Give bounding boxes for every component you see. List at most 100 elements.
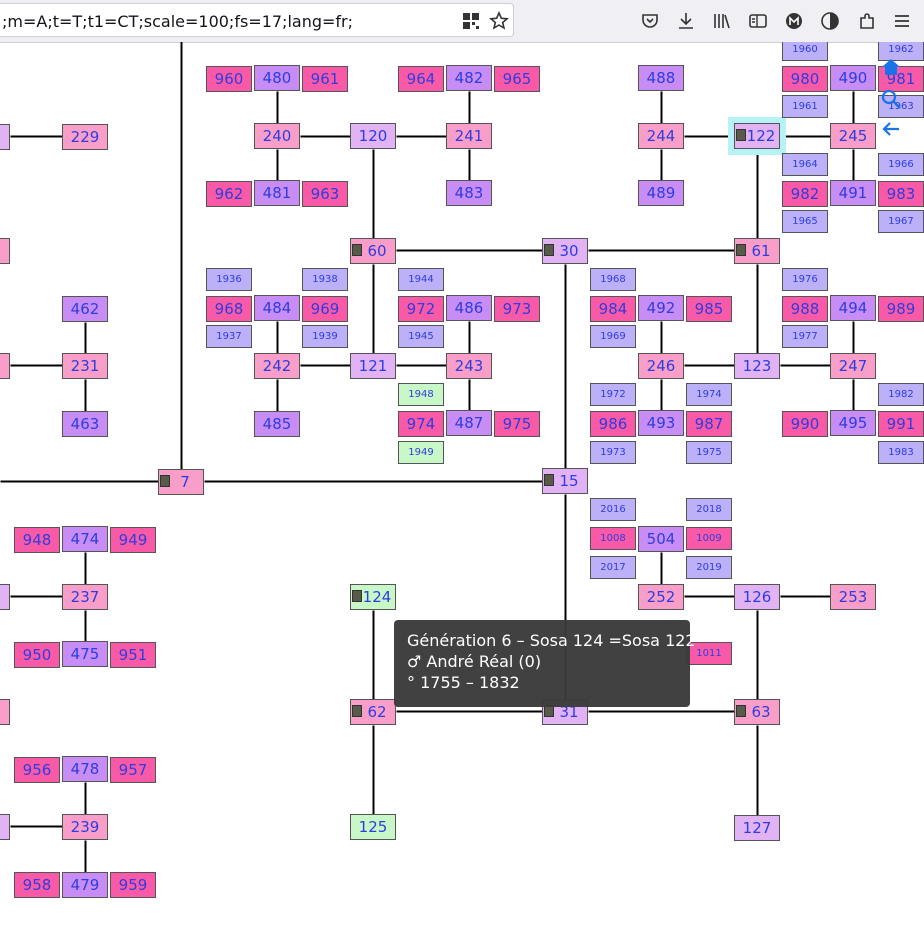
sosa-box-488[interactable]: 488 — [638, 65, 684, 91]
tree-box-clipped[interactable] — [0, 124, 10, 150]
sosa-box-959[interactable]: 959 — [110, 872, 156, 898]
home-icon[interactable] — [880, 56, 902, 78]
sosa-box-1977[interactable]: 1977 — [782, 325, 828, 348]
sosa-box-1976[interactable]: 1976 — [782, 268, 828, 291]
sosa-box-243[interactable]: 243 — [446, 353, 492, 379]
sosa-box-988[interactable]: 988 — [782, 296, 828, 322]
tree-box-clipped[interactable] — [0, 238, 10, 264]
sosa-box-1944[interactable]: 1944 — [398, 268, 444, 291]
sosa-box-1967[interactable]: 1967 — [878, 210, 924, 233]
sosa-box-961[interactable]: 961 — [302, 66, 348, 92]
sosa-box-991[interactable]: 991 — [878, 411, 924, 437]
sosa-box-2016[interactable]: 2016 — [590, 498, 636, 521]
tree-box-clipped[interactable] — [0, 353, 10, 379]
sosa-box-1966[interactable]: 1966 — [878, 153, 924, 176]
sosa-box-983[interactable]: 983 — [878, 181, 924, 207]
sosa-box-237[interactable]: 237 — [62, 584, 108, 610]
sosa-box-956[interactable]: 956 — [14, 757, 60, 783]
sosa-box-1948[interactable]: 1948 — [398, 383, 444, 406]
sosa-box-483[interactable]: 483 — [446, 180, 492, 206]
reader-view-icon[interactable] — [748, 11, 768, 31]
search-icon[interactable] — [880, 88, 902, 110]
sosa-box-1936[interactable]: 1936 — [206, 268, 252, 291]
sosa-box-2017[interactable]: 2017 — [590, 556, 636, 579]
sosa-box-126[interactable]: 126 — [734, 584, 780, 610]
sosa-box-1969[interactable]: 1969 — [590, 325, 636, 348]
sosa-box-242[interactable]: 242 — [254, 353, 300, 379]
sosa-box-1949[interactable]: 1949 — [398, 441, 444, 464]
sosa-box-474[interactable]: 474 — [62, 526, 108, 552]
sosa-box-1964[interactable]: 1964 — [782, 153, 828, 176]
sosa-box-969[interactable]: 969 — [302, 296, 348, 322]
sosa-box-127[interactable]: 127 — [734, 815, 780, 841]
sosa-box-241[interactable]: 241 — [446, 123, 492, 149]
sosa-box-240[interactable]: 240 — [254, 123, 300, 149]
sosa-box-490[interactable]: 490 — [830, 65, 876, 91]
sosa-box-2018[interactable]: 2018 — [686, 498, 732, 521]
sosa-box-487[interactable]: 487 — [446, 410, 492, 436]
sosa-box-972[interactable]: 972 — [398, 296, 444, 322]
sosa-box-1973[interactable]: 1973 — [590, 441, 636, 464]
sosa-box-239[interactable]: 239 — [62, 814, 108, 840]
tree-box-clipped[interactable] — [0, 814, 10, 840]
sosa-box-974[interactable]: 974 — [398, 411, 444, 437]
account-icon[interactable] — [784, 11, 804, 31]
sosa-box-485[interactable]: 485 — [254, 411, 300, 437]
sosa-box-990[interactable]: 990 — [782, 411, 828, 437]
sosa-box-462[interactable]: 462 — [62, 296, 108, 322]
url-text[interactable]: ;m=A;t=T;t1=CT;scale=100;fs=17;lang=fr; — [2, 12, 353, 31]
qr-code-icon[interactable] — [461, 11, 481, 31]
sosa-box-982[interactable]: 982 — [782, 181, 828, 207]
sosa-box-122[interactable]: 122 — [728, 117, 786, 155]
sosa-box-61[interactable]: 61 — [734, 238, 780, 264]
sosa-box-62[interactable]: 62 — [350, 699, 396, 725]
pocket-icon[interactable] — [640, 11, 660, 31]
sosa-box-475[interactable]: 475 — [62, 641, 108, 667]
sosa-box-949[interactable]: 949 — [110, 527, 156, 553]
sosa-box-963[interactable]: 963 — [302, 181, 348, 207]
sosa-box-965[interactable]: 965 — [494, 66, 540, 92]
sosa-box-1937[interactable]: 1937 — [206, 325, 252, 348]
sosa-box-463[interactable]: 463 — [62, 411, 108, 437]
sosa-box-980[interactable]: 980 — [782, 66, 828, 92]
sosa-box-960[interactable]: 960 — [206, 66, 252, 92]
sosa-box-989[interactable]: 989 — [878, 296, 924, 322]
tree-box-clipped[interactable] — [0, 699, 10, 725]
sosa-box-1939[interactable]: 1939 — [302, 325, 348, 348]
sosa-box-1960[interactable]: 1960 — [782, 42, 828, 61]
sosa-box-63[interactable]: 63 — [734, 699, 780, 725]
sosa-box-951[interactable]: 951 — [110, 642, 156, 668]
sosa-box-962[interactable]: 962 — [206, 181, 252, 207]
sosa-box-121[interactable]: 121 — [350, 353, 396, 379]
sosa-box-229[interactable]: 229 — [62, 124, 108, 150]
tree-box-clipped[interactable] — [0, 584, 10, 610]
sosa-box-15[interactable]: 15 — [542, 468, 588, 494]
sosa-box-493[interactable]: 493 — [638, 410, 684, 436]
sosa-box-2019[interactable]: 2019 — [686, 556, 732, 579]
sosa-box-1975[interactable]: 1975 — [686, 441, 732, 464]
sosa-box-481[interactable]: 481 — [254, 180, 300, 206]
sosa-box-1982[interactable]: 1982 — [878, 383, 924, 406]
sosa-box-975[interactable]: 975 — [494, 411, 540, 437]
sosa-box-986[interactable]: 986 — [590, 411, 636, 437]
sosa-box-480[interactable]: 480 — [254, 65, 300, 91]
sosa-box-948[interactable]: 948 — [14, 527, 60, 553]
sosa-box-482[interactable]: 482 — [446, 65, 492, 91]
bookmark-star-icon[interactable] — [489, 11, 509, 31]
sosa-box-123[interactable]: 123 — [734, 353, 780, 379]
sosa-box-1008[interactable]: 1008 — [590, 527, 636, 550]
sosa-box-245[interactable]: 245 — [830, 123, 876, 149]
sosa-box-1938[interactable]: 1938 — [302, 268, 348, 291]
library-icon[interactable] — [712, 11, 732, 31]
sosa-box-494[interactable]: 494 — [830, 295, 876, 321]
sosa-box-987[interactable]: 987 — [686, 411, 732, 437]
sosa-box-7[interactable]: 7 — [158, 469, 204, 495]
sosa-box-253[interactable]: 253 — [830, 584, 876, 610]
downloads-icon[interactable] — [676, 11, 696, 31]
sosa-box-125[interactable]: 125 — [350, 814, 396, 840]
sosa-box-985[interactable]: 985 — [686, 296, 732, 322]
sosa-box-958[interactable]: 958 — [14, 872, 60, 898]
sosa-box-1974[interactable]: 1974 — [686, 383, 732, 406]
sosa-box-504[interactable]: 504 — [638, 526, 684, 552]
sosa-box-246[interactable]: 246 — [638, 353, 684, 379]
